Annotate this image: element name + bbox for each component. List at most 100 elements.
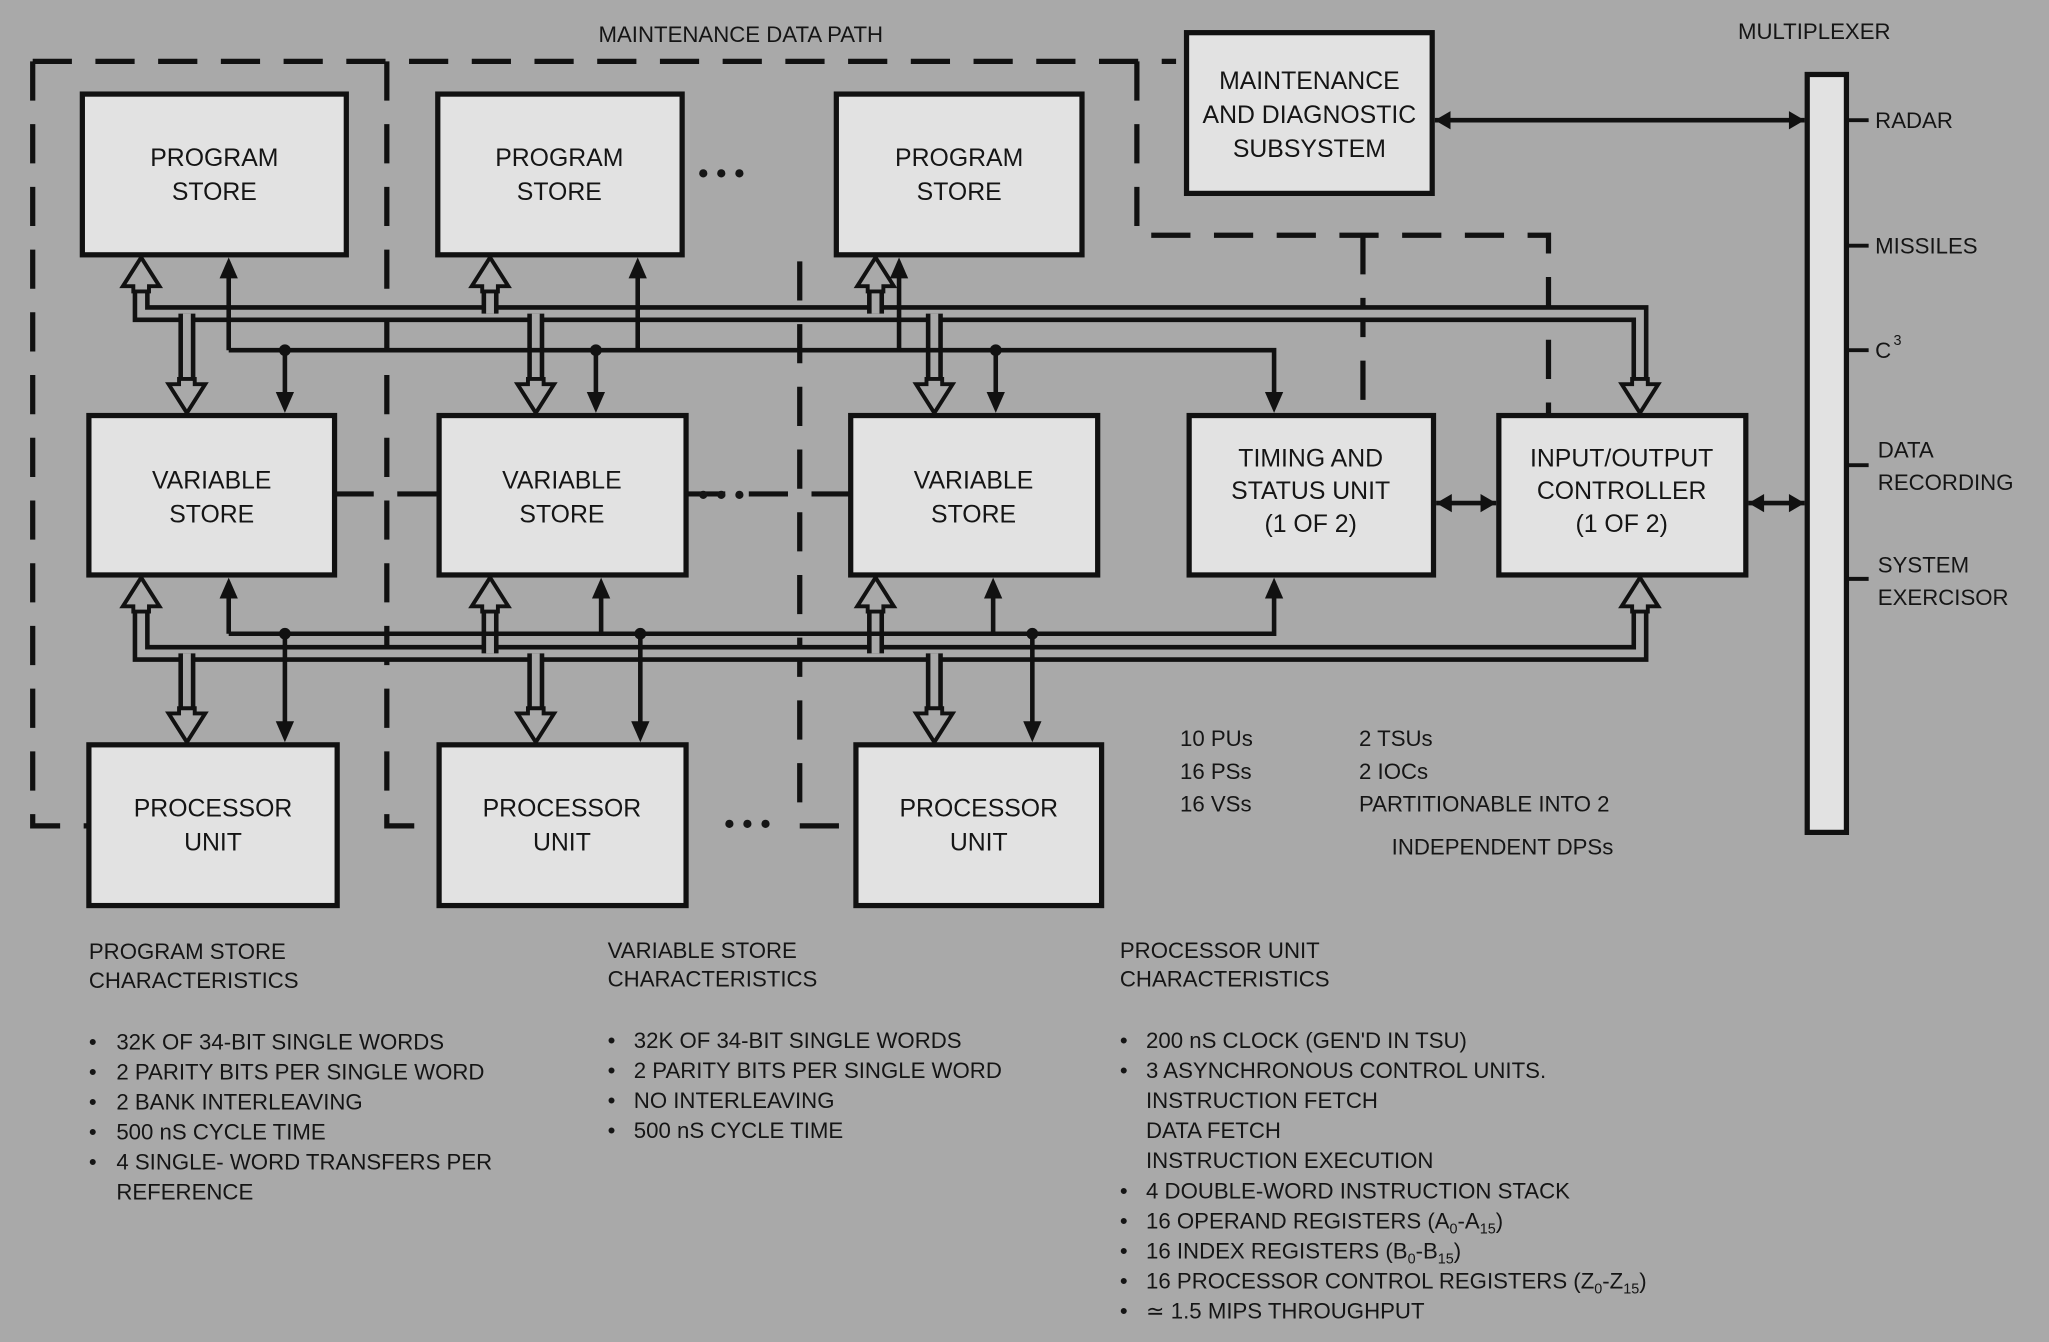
output-data-recording: DATA <box>1878 437 1934 462</box>
svg-text:•: • <box>89 1119 97 1144</box>
svg-text:2 IOCs: 2 IOCs <box>1359 759 1428 784</box>
program-store-n: PROGRAM STORE <box>833 91 1085 258</box>
svg-text:UNIT: UNIT <box>950 830 1008 857</box>
svg-text:•: • <box>1120 1238 1128 1263</box>
arrow-head <box>1788 493 1805 513</box>
hollow-arrow-head <box>513 376 558 417</box>
arrow-head <box>1480 493 1497 513</box>
arrow-head <box>631 721 650 743</box>
svg-text:SUBSYSTEM: SUBSYSTEM <box>1233 136 1386 163</box>
variable-store-2: VARIABLE STORE <box>436 412 689 578</box>
output-missiles: MISSILES <box>1875 234 1977 259</box>
program-store-1: PROGRAM STORE <box>79 91 349 258</box>
svg-text:REFERENCE: REFERENCE <box>116 1180 253 1205</box>
svg-text:•: • <box>1120 1058 1128 1083</box>
svg-text:AND DIAGNOSTIC: AND DIAGNOSTIC <box>1203 102 1417 129</box>
svg-text:VARIABLE: VARIABLE <box>914 468 1034 495</box>
processor-unit-characteristics: PROCESSOR UNIT CHARACTERISTICS •200 nS C… <box>1120 938 1647 1324</box>
maintenance-diagnostic-subsystem: MAINTENANCE AND DIAGNOSTIC SUBSYSTEM <box>1183 30 1435 197</box>
output-c3: C <box>1875 338 1891 363</box>
svg-text:NO INTERLEAVING: NO INTERLEAVING <box>634 1088 835 1113</box>
arrow-head <box>591 577 611 599</box>
svg-text:•: • <box>89 1150 97 1175</box>
svg-text:CHARACTERISTICS: CHARACTERISTICS <box>1120 967 1330 992</box>
data-buses <box>119 111 1805 746</box>
svg-text:INDEPENDENT DPSs: INDEPENDENT DPSs <box>1392 835 1614 860</box>
arrow-head <box>986 392 1005 413</box>
svg-text:•: • <box>89 1029 97 1054</box>
processor-unit-n: PROCESSOR UNIT <box>853 742 1105 909</box>
svg-text:(1 OF 2): (1 OF 2) <box>1575 511 1667 538</box>
svg-text:PROCESSOR: PROCESSOR <box>134 796 293 823</box>
svg-text:STORE: STORE <box>517 179 602 206</box>
svg-text:CHARACTERISTICS: CHARACTERISTICS <box>608 967 818 992</box>
svg-text:(1 OF 2): (1 OF 2) <box>1264 511 1356 538</box>
bus-line <box>228 594 1277 637</box>
junction-dot <box>634 627 647 640</box>
maintenance-data-path-lines <box>30 58 1552 829</box>
svg-text:PARTITIONABLE INTO 2: PARTITIONABLE INTO 2 <box>1359 791 1609 816</box>
timing-status-unit: TIMING AND STATUS UNIT (1 OF 2) <box>1186 412 1437 578</box>
svg-text:10 PUs: 10 PUs <box>1180 726 1253 751</box>
hollow-arrow-head <box>853 573 898 614</box>
input-output-controller: INPUT/OUTPUT CONTROLLER (1 OF 2) <box>1496 412 1749 578</box>
output-data-recording: RECORDING <box>1878 470 2014 495</box>
hollow-arrow-head <box>912 706 957 746</box>
svg-text:32K OF 34-BIT SINGLE WORDS: 32K OF 34-BIT SINGLE WORDS <box>116 1029 444 1054</box>
svg-text:UNIT: UNIT <box>184 830 242 857</box>
svg-text:32K OF 34-BIT SINGLE WORDS: 32K OF 34-BIT SINGLE WORDS <box>634 1028 962 1053</box>
svg-text:PROGRAM: PROGRAM <box>495 145 623 172</box>
variable-store-n: VARIABLE STORE <box>848 412 1101 578</box>
svg-text:CHARACTERISTICS: CHARACTERISTICS <box>89 968 299 993</box>
arrow-head <box>275 392 295 413</box>
ellipsis: • • • <box>698 158 744 190</box>
svg-text:STORE: STORE <box>519 502 604 529</box>
svg-text:UNIT: UNIT <box>533 830 591 857</box>
svg-text:VARIABLE: VARIABLE <box>152 468 272 495</box>
svg-text:•: • <box>608 1088 616 1113</box>
svg-text:PROCESSOR: PROCESSOR <box>483 796 642 823</box>
multiplexer: MULTIPLEXER RADAR MISSILES C 3 DATA RECO… <box>1738 19 2014 835</box>
svg-text:INSTRUCTION EXECUTION: INSTRUCTION EXECUTION <box>1146 1148 1433 1173</box>
hollow-arrow-head <box>912 376 957 417</box>
hollow-arrow-head <box>853 253 898 294</box>
svg-text:16 VSs: 16 VSs <box>1180 791 1252 816</box>
svg-text:STORE: STORE <box>917 179 1002 206</box>
hollow-arrow-head <box>1618 573 1662 614</box>
svg-text:2 TSUs: 2 TSUs <box>1359 726 1433 751</box>
arrow-head <box>586 392 606 413</box>
bus-line <box>228 347 1277 399</box>
svg-text:•: • <box>89 1089 97 1114</box>
svg-text:MAINTENANCE: MAINTENANCE <box>1219 68 1400 95</box>
ellipsis: • • • <box>724 809 770 841</box>
unit-counts: 10 PUs 16 PSs 16 VSs 2 TSUs 2 IOCs PARTI… <box>1180 726 1613 859</box>
arrow-head <box>983 577 1003 599</box>
junction-dot <box>279 627 291 640</box>
junction-dot <box>590 344 602 357</box>
svg-text:STORE: STORE <box>169 502 254 529</box>
arrow-head <box>1264 577 1284 599</box>
hollow-arrow-head <box>468 573 512 614</box>
svg-text:2 BANK INTERLEAVING: 2 BANK INTERLEAVING <box>116 1089 362 1114</box>
svg-text:•: • <box>89 1059 97 1084</box>
svg-text:2 PARITY BITS PER SINGLE WORD: 2 PARITY BITS PER SINGLE WORD <box>634 1058 1002 1083</box>
arrow-head <box>1748 493 1765 513</box>
control-registers: 16 PROCESSOR CONTROL REGISTERS (Z0-Z15) <box>1146 1268 1647 1297</box>
processor-unit-1: PROCESSOR UNIT <box>86 742 340 909</box>
svg-text:•: • <box>1120 1178 1128 1203</box>
program-store-2: PROGRAM STORE <box>435 91 685 258</box>
svg-text:PROGRAM: PROGRAM <box>895 145 1023 172</box>
svg-text:PROGRAM STORE: PROGRAM STORE <box>89 939 286 964</box>
hollow-arrow-head <box>1618 376 1662 417</box>
svg-text:MULTIPLEXER: MULTIPLEXER <box>1738 19 1891 44</box>
hollow-arrow-head <box>468 253 512 294</box>
maintenance-data-path-title: MAINTENANCE DATA PATH <box>599 22 884 47</box>
svg-text:2 PARITY BITS PER SINGLE WORD: 2 PARITY BITS PER SINGLE WORD <box>116 1059 484 1084</box>
arrow-head <box>628 257 647 279</box>
svg-text:•: • <box>1120 1268 1128 1293</box>
svg-text:•: • <box>608 1058 616 1083</box>
processor-unit-2: PROCESSOR UNIT <box>436 742 689 909</box>
svg-text:•: • <box>1120 1208 1128 1233</box>
svg-text:PROCESSOR UNIT: PROCESSOR UNIT <box>1120 938 1320 963</box>
